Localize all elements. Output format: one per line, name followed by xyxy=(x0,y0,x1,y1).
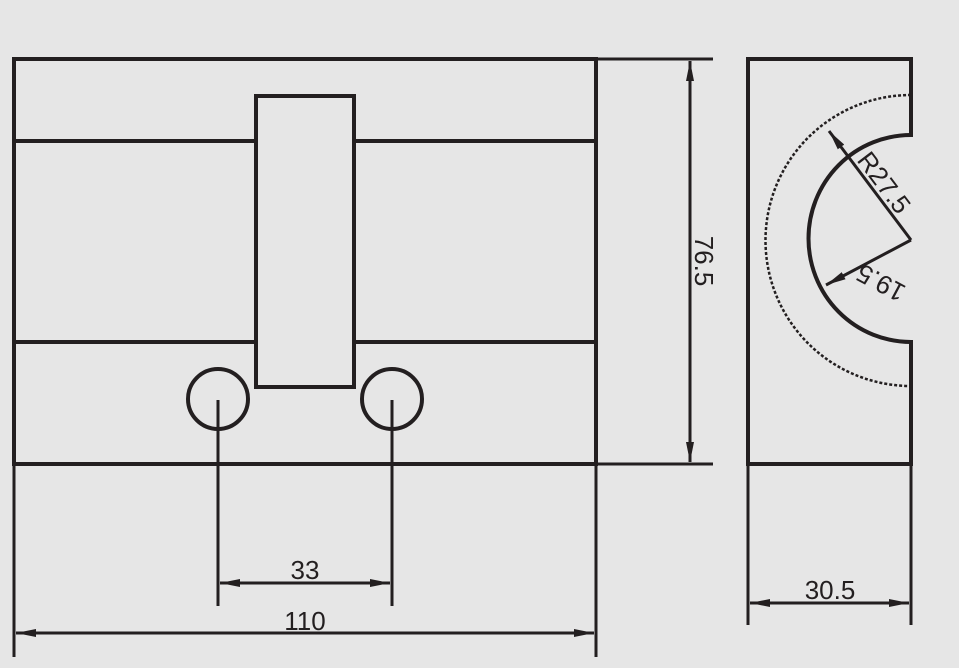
dimension-text-33: 33 xyxy=(291,555,320,585)
center-slot xyxy=(254,94,356,389)
dimension-text-76-5: 76.5 xyxy=(689,236,719,287)
radius-leader-19-5 xyxy=(825,238,912,287)
dimension-hole-spacing: 33 xyxy=(216,400,394,606)
radius-leader-27-5 xyxy=(827,130,913,241)
side-view-outline xyxy=(746,57,913,466)
dimension-overall-width: 110 xyxy=(12,464,598,657)
radius-text-27-5: R27.5 xyxy=(851,146,917,219)
dimension-side-width: 30.5 xyxy=(746,464,913,625)
inner-bore-arc xyxy=(806,132,914,345)
side-view: R27.5 19.5 xyxy=(746,57,917,466)
front-view xyxy=(12,57,598,466)
outer-hidden-arc xyxy=(764,93,912,388)
dimension-text-110: 110 xyxy=(284,606,325,636)
dimension-overall-height: 76.5 xyxy=(596,57,719,466)
dimension-text-30-5: 30.5 xyxy=(805,575,856,605)
front-view-outline xyxy=(12,57,598,466)
